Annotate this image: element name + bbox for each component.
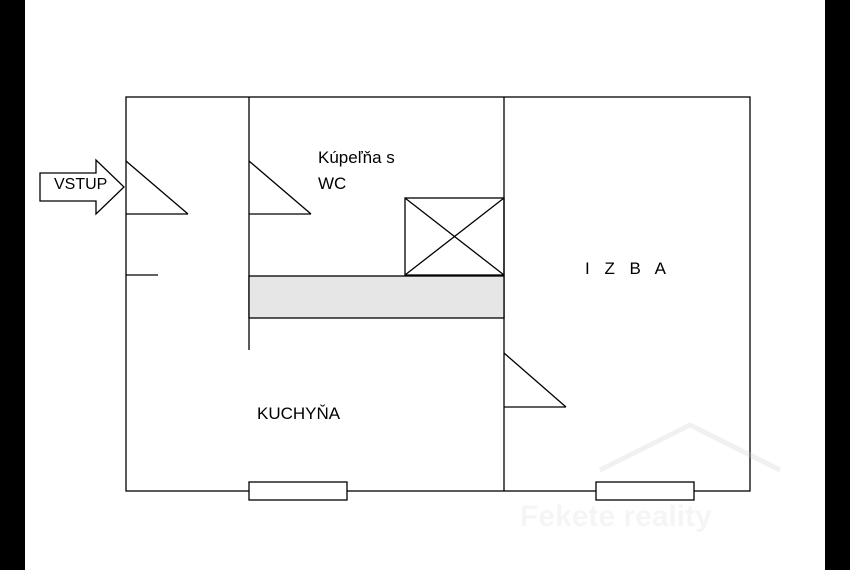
kitchen-window: [248, 481, 348, 501]
room-label: I Z B A: [585, 259, 672, 278]
watermark-text: Fekete reality: [520, 500, 712, 533]
entry-door-swing: [125, 160, 189, 215]
entry-arrow-icon: [39, 158, 125, 216]
bathroom-label: Kúpeľňa s WC: [318, 148, 395, 193]
kitchen-label: KUCHYŇA: [257, 404, 341, 423]
shaft-cross-b: [404, 197, 505, 276]
shaded-band: [248, 275, 505, 319]
entry-label: VSTUP: [54, 176, 108, 193]
room-window: [595, 481, 695, 501]
room-door-swing: [503, 352, 567, 408]
watermark-logo-icon: [598, 422, 782, 473]
bathroom-door-swing: [248, 160, 312, 215]
outer-wall: [125, 96, 751, 492]
shaft-box: [404, 197, 505, 276]
